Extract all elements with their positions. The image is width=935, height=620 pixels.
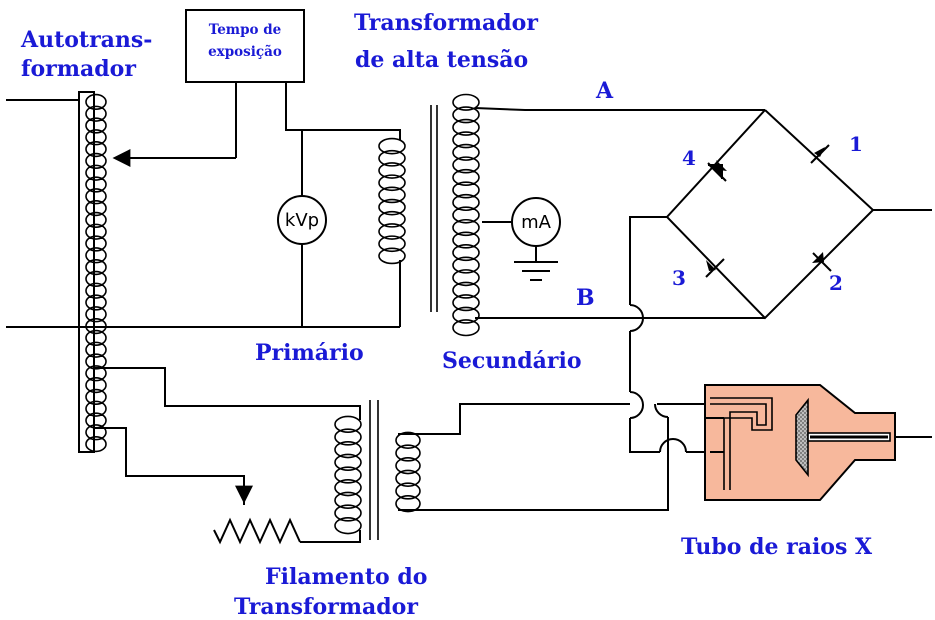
ground-symbol xyxy=(514,261,558,281)
bridge-rectifier xyxy=(629,109,932,453)
hv-transformer-core xyxy=(430,105,438,312)
diode-1-label: 1 xyxy=(849,132,863,156)
filament-label-1: Filamento do xyxy=(265,564,428,590)
timer-label-2: exposição xyxy=(208,44,282,60)
filament-core xyxy=(369,400,379,540)
diode-1 xyxy=(810,144,830,164)
autotransformer-label-2: formador xyxy=(21,56,136,82)
diode-4-label: 4 xyxy=(682,146,696,170)
diode-3 xyxy=(705,258,725,278)
ma-meter-label: mA xyxy=(521,212,551,233)
x-ray-tube-label: Tubo de raios X xyxy=(681,534,873,560)
filament-output-wires xyxy=(398,403,707,511)
kvp-meter-label: kVp xyxy=(284,210,320,231)
autotransformer-coil xyxy=(85,93,107,453)
filament-label-2: Transformador xyxy=(234,594,418,620)
line-a xyxy=(474,107,765,111)
filament-primary-coil xyxy=(334,415,362,535)
exposure-timer-box xyxy=(185,9,305,83)
x-ray-tube xyxy=(704,384,932,501)
filament-secondary-coil xyxy=(395,431,421,513)
point-b-label: B xyxy=(576,285,595,311)
secondary-label: Secundário xyxy=(442,348,582,374)
primary-coil xyxy=(378,137,406,265)
point-a-label: A xyxy=(596,78,614,104)
diode-2 xyxy=(812,252,832,272)
ma-meter xyxy=(482,197,561,262)
diode-4 xyxy=(707,160,727,182)
secondary-coil xyxy=(452,93,480,337)
kvp-meter xyxy=(277,195,327,245)
filament-resistor xyxy=(213,517,301,545)
timer-label-1: Tempo de xyxy=(208,22,282,38)
filament-supply-wires xyxy=(94,367,361,543)
autotransformer-label-1: Autotrans- xyxy=(21,27,153,53)
primary-label: Primário xyxy=(255,340,364,366)
hv-transformer-label-2: de alta tensão xyxy=(355,47,529,73)
timer-wires xyxy=(80,82,401,328)
hv-transformer-label-1: Transformador xyxy=(354,10,538,36)
diode-2-label: 2 xyxy=(829,271,843,295)
diode-3-label: 3 xyxy=(672,266,686,290)
